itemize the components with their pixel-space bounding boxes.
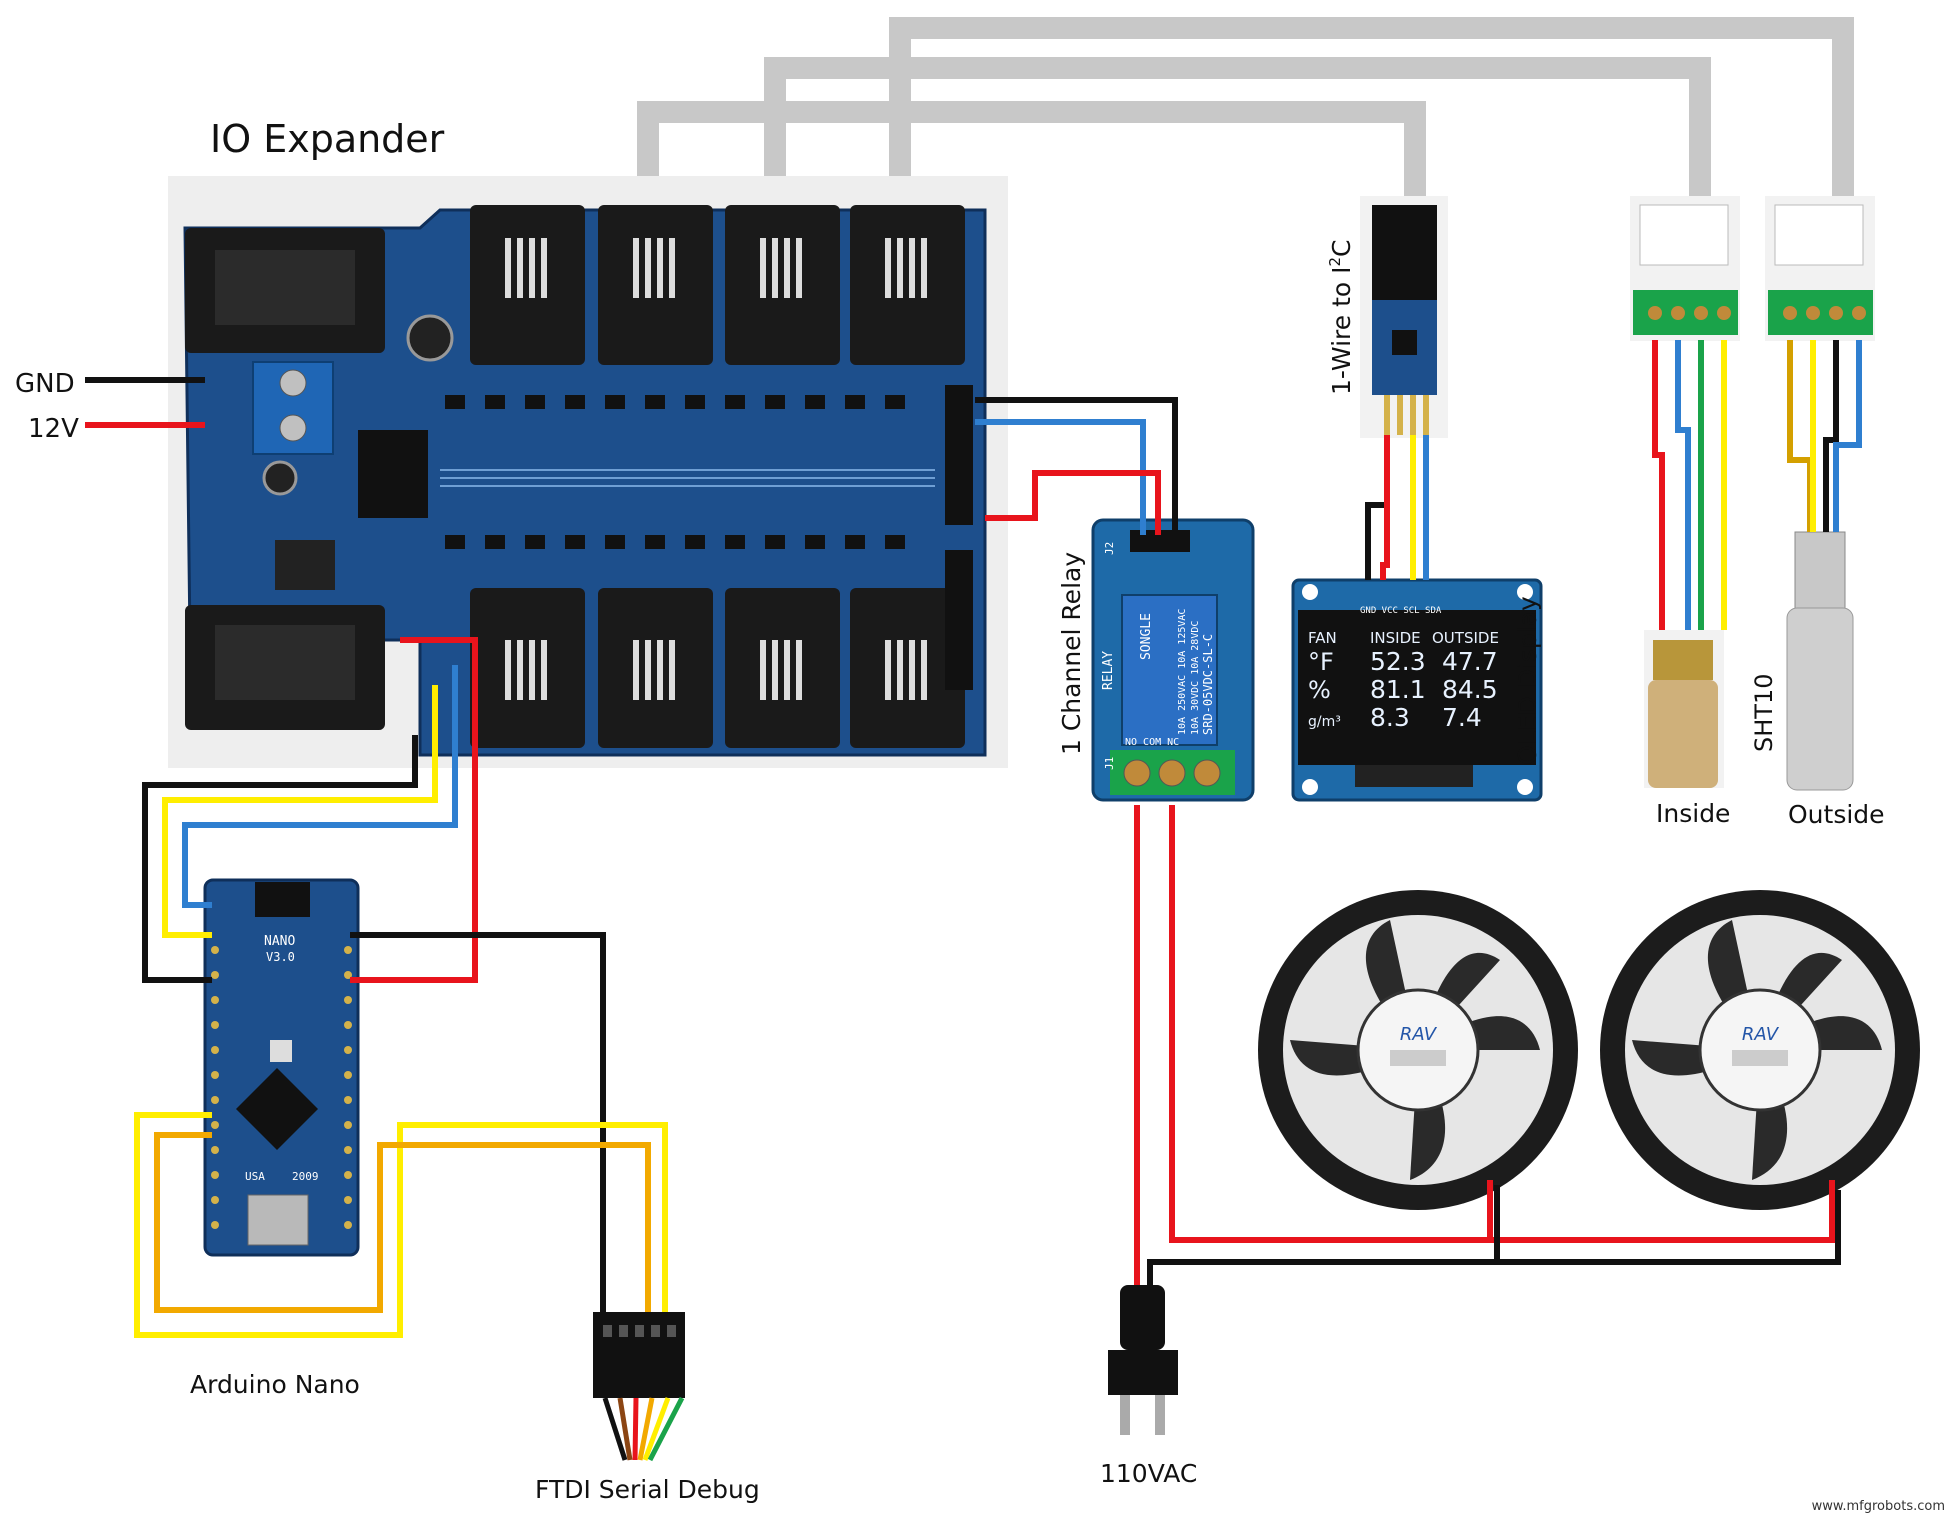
- wire-inside-blue: [1675, 340, 1691, 630]
- label-oled-display: OLED Display: [1513, 596, 1542, 765]
- fan-right: RAV: [1600, 890, 1920, 1210]
- wire-nano-yellow: [162, 685, 438, 938]
- oled-display: GND VCC SCL SDA FAN INSIDE OUTSIDE °F 52.3 47…: [1291, 578, 1543, 802]
- label-io-expander: IO Expander: [210, 117, 445, 161]
- label-gnd: GND: [15, 369, 75, 399]
- wire-relay-signal: [975, 419, 1146, 535]
- relay-model: SRD-05VDC-SL-C: [1201, 634, 1215, 735]
- io-expander-chip: [358, 430, 428, 518]
- wire-inside-red: [1652, 340, 1665, 630]
- label-110vac: 110VAC: [1100, 1459, 1197, 1488]
- oled-row-unit: %: [1308, 676, 1331, 704]
- wire-oled-vcc: [1380, 435, 1390, 580]
- io-expander: [168, 176, 1008, 768]
- wire-nano-red: [350, 637, 478, 983]
- fan-right-brand: RAV: [1742, 1024, 1780, 1045]
- relay-side-label: RELAY: [1101, 651, 1116, 690]
- nano-made: USA: [245, 1170, 265, 1183]
- oled-header-cell: OUTSIDE: [1432, 629, 1499, 647]
- relay-header: J2: [1103, 542, 1116, 555]
- oled-row-outside: 7.4: [1442, 703, 1482, 732]
- bottom-rj-jacks: [470, 588, 965, 748]
- relay-rating2: 10A 30VDC 10A 28VDC: [1190, 621, 1201, 735]
- wire-ac-red-fans: [1169, 805, 1835, 1243]
- label-onewire-suffix: C: [1327, 239, 1356, 256]
- relay-module: SONGLE 10A 250VAC 10A 125VAC 10A 30VDC 1…: [1091, 518, 1255, 802]
- oled-readout: FAN INSIDE OUTSIDE °F 52.3 47.7% 81.1 84.5 g/m³ 8…: [1308, 629, 1499, 732]
- cable-to-outside-sensor: [889, 17, 1854, 205]
- cable-to-inside-sensor: [764, 57, 1711, 205]
- label-outside: Outside: [1788, 800, 1885, 829]
- nano-name: NANO: [264, 934, 295, 949]
- nano-year: 2009: [292, 1170, 319, 1183]
- oled-row-inside: 81.1: [1370, 675, 1426, 704]
- watermark: www.mfgrobots.com: [1812, 1499, 1945, 1514]
- wire-relay-gnd: [975, 397, 1178, 535]
- fan-left-brand: RAV: [1400, 1024, 1438, 1045]
- ftdi-connector: [593, 1312, 685, 1462]
- label-onewire-sup: 2: [1326, 257, 1344, 267]
- wire-ftdi-orange: [154, 1132, 651, 1313]
- cable-to-onewire: [637, 101, 1426, 210]
- relay-terminals: NO COM NC: [1125, 737, 1179, 748]
- label-onewire-prefix: 1-Wire to I: [1327, 266, 1356, 395]
- label-12v: 12V: [28, 414, 79, 444]
- oled-header-cell: INSIDE: [1370, 629, 1421, 647]
- label-sht10: SHT10: [1750, 674, 1778, 752]
- onewire-module: [1360, 196, 1448, 438]
- sht10-outside: [1765, 196, 1875, 791]
- wire-outside-orange: [1787, 340, 1813, 532]
- label-inside: Inside: [1656, 799, 1730, 828]
- wire-nano-black: [142, 735, 418, 983]
- wire-outside-blue: [1833, 340, 1862, 532]
- oled-row-unit: g/m³: [1308, 714, 1341, 730]
- top-rj-jacks: [470, 205, 965, 365]
- label-relay: 1 Channel Relay: [1057, 552, 1086, 755]
- oled-row-inside: 8.3: [1370, 703, 1410, 732]
- ac-plug: [1108, 1285, 1178, 1435]
- wires: [85, 340, 1862, 1338]
- oled-row-inside: 52.3: [1370, 647, 1426, 676]
- oled-row-unit: °F: [1308, 648, 1334, 676]
- oled-row-outside: 84.5: [1442, 675, 1498, 704]
- relay-rating1: 10A 250VAC 10A 125VAC: [1177, 609, 1188, 735]
- relay-j1: J1: [1103, 757, 1116, 770]
- oled-header-cell: FAN: [1308, 629, 1337, 647]
- nano-version: V3.0: [266, 950, 295, 964]
- arduino-nano: NANO V3.0 USA 2009: [203, 878, 360, 1257]
- label-arduino-nano: Arduino Nano: [190, 1370, 360, 1399]
- oled-row-outside: 47.7: [1442, 647, 1498, 676]
- label-ftdi: FTDI Serial Debug: [535, 1475, 760, 1504]
- wire-outside-black: [1823, 340, 1839, 532]
- rj-cables: [637, 17, 1854, 210]
- wire-ftdi-yellow: [134, 1112, 668, 1338]
- oled-pins: GND VCC SCL SDA: [1360, 606, 1442, 616]
- wire-relay-vcc: [985, 470, 1161, 535]
- fan-left: RAV: [1258, 890, 1578, 1210]
- sht10-inside: [1630, 196, 1740, 788]
- wire-nano-blue: [182, 665, 458, 908]
- label-onewire: 1-Wire to I2C: [1326, 239, 1356, 395]
- wire-ftdi-gnd: [350, 932, 606, 1312]
- relay-brand: SONGLE: [1139, 613, 1154, 660]
